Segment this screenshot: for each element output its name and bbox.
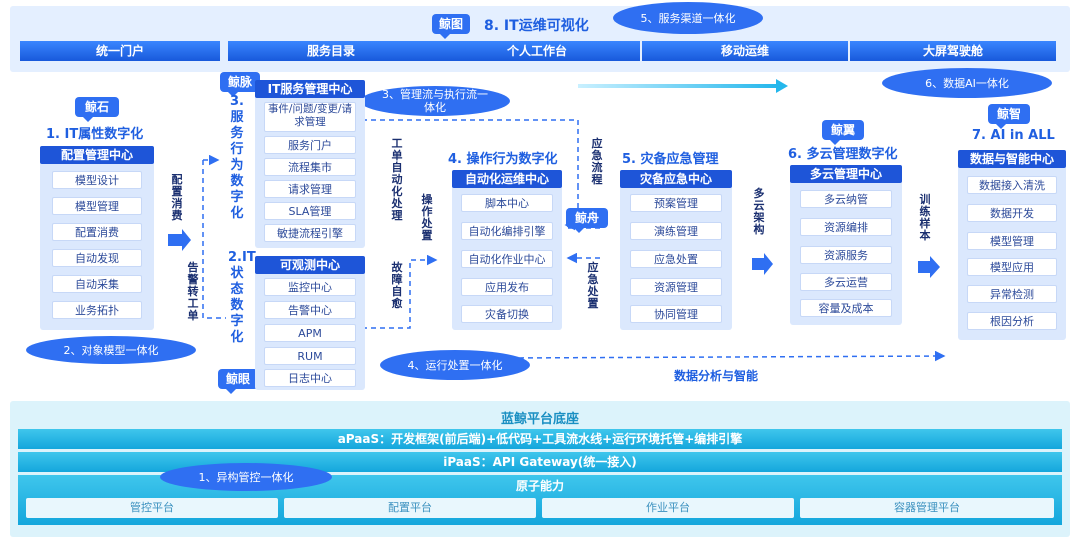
config-platform[interactable]: 配置平台 [284,498,536,518]
hetero-control-oval: 1、异构管控一体化 [160,463,332,491]
itsm-item[interactable]: 敏捷流程引擎 [264,224,356,242]
visualization-title: 8. IT运维可视化 [484,18,589,34]
tab-unified-portal[interactable]: 统一门户 [20,41,220,61]
observability-item[interactable]: RUM [264,347,356,365]
data-analysis-label: 数据分析与智能 [674,369,759,383]
container-platform[interactable]: 容器管理平台 [800,498,1054,518]
multicloud-item[interactable]: 容量及成本 [800,299,892,317]
observability-item[interactable]: 监控中心 [264,278,356,296]
disaster-recovery-header: 灾备应急中心 [620,170,732,188]
automation-item[interactable]: 自动化编排引擎 [461,222,553,240]
object-model-oval: 2、对象模型一体化 [26,336,196,364]
multicloud-header: 多云管理中心 [790,165,902,183]
config-item[interactable]: 自动发现 [52,249,142,267]
multicloud-item[interactable]: 资源编排 [800,218,892,236]
observability-item[interactable]: APM [264,324,356,342]
it-attribute-title: 1. IT属性数字化 [46,127,144,142]
data-intelligence-item[interactable]: 根因分析 [967,312,1057,330]
data-ai-oval: 6、数据AI一体化 [882,68,1052,98]
ops-handling-oval: 4、运行处置一体化 [380,350,530,380]
tab-mobile-ops[interactable]: 移动运维 [642,41,848,61]
automation-item[interactable]: 应用发布 [461,278,553,296]
multicloud-item[interactable]: 资源服务 [800,246,892,264]
ticket-automation-label: 工单自动化处理 [391,137,403,222]
jingyi-tag: 鲸翼 [822,120,864,145]
platform-base-title: 蓝鲸平台底座 [500,412,579,427]
jingzhou-tag: 鲸舟 [566,208,608,233]
disaster-recovery-item[interactable]: 协同管理 [630,305,722,323]
observability-item[interactable]: 告警中心 [264,301,356,319]
itsm-item[interactable]: 请求管理 [264,180,356,198]
tab-service-catalog[interactable]: 服务目录 [228,41,434,61]
observability-header: 可观测中心 [255,256,365,274]
itsm-item[interactable]: SLA管理 [264,202,356,220]
service-channel-oval: 5、服务渠道一体化 [613,2,763,34]
data-intelligence-item[interactable]: 模型管理 [967,232,1057,250]
ai-in-all-title: 7. AI in ALL [972,128,1055,143]
fault-self-healing-label: 故障自愈 [391,261,403,310]
disaster-recovery-title: 5. 灾备应急管理 [622,152,719,167]
apaas-bar: aPaaS：开发框架(前后端)+低代码+工具流水线+运行环境托管+编排引擎 [18,429,1062,449]
config-consume-label: 配置消费 [171,173,183,222]
data-intelligence-item[interactable]: 数据开发 [967,204,1057,222]
itsm-item[interactable]: 流程集市 [264,158,356,176]
multicloud-item[interactable]: 多云纳管 [800,190,892,208]
data-intelligence-item[interactable]: 异常检测 [967,285,1057,303]
it-state-title: 2.IT状态数字化 [228,250,256,345]
disaster-recovery-item[interactable]: 应急处置 [630,250,722,268]
disaster-recovery-item[interactable]: 资源管理 [630,278,722,296]
job-platform[interactable]: 作业平台 [542,498,794,518]
itsm-item[interactable]: 事件/问题/变更/请求管理 [264,102,356,132]
config-item[interactable]: 业务拓扑 [52,301,142,319]
data-intelligence-item[interactable]: 数据接入清洗 [967,176,1057,194]
emergency-handling-label: 应急处置 [587,261,599,310]
mgmt-exec-oval: 3、管理流与执行流一体化 [360,86,510,116]
service-behavior-title: 3.服务行为数字化 [230,94,244,221]
disaster-recovery-item[interactable]: 预案管理 [630,194,722,212]
automation-item[interactable]: 脚本中心 [461,194,553,212]
operation-behavior-title: 4. 操作行为数字化 [448,152,558,167]
multicloud-item[interactable]: 多云运营 [800,273,892,291]
operation-handling-label: 操作处置 [421,193,433,242]
config-item[interactable]: 模型设计 [52,171,142,189]
jingyan-tag: 鲸眼 [218,369,258,394]
data-intelligence-header: 数据与智能中心 [958,150,1066,168]
multicloud-title: 6. 多云管理数字化 [788,147,898,162]
itsm-header: IT服务管理中心 [255,80,365,98]
multicloud-arch-label: 多云架构 [753,187,765,236]
automation-item[interactable]: 灾备切换 [461,305,553,323]
config-center-header: 配置管理中心 [40,146,154,164]
automation-item[interactable]: 自动化作业中心 [461,250,553,268]
config-item[interactable]: 模型管理 [52,197,142,215]
training-samples-label: 训练样本 [919,193,931,242]
config-item[interactable]: 自动采集 [52,275,142,293]
top-visualization-band [10,6,1070,72]
emergency-flow-label: 应急流程 [591,137,603,186]
config-item[interactable]: 配置消费 [52,223,142,241]
control-platform[interactable]: 管控平台 [26,498,278,518]
data-intelligence-item[interactable]: 模型应用 [967,258,1057,276]
jingshi-tag: 鲸石 [75,97,119,122]
jingmai-tag: 鲸脉 [220,72,260,97]
observability-item[interactable]: 日志中心 [264,369,356,387]
jingzhi-tag: 鲸智 [988,104,1030,129]
alarm-to-ticket-label: 告警转工单 [187,261,199,322]
tab-big-screen[interactable]: 大屏驾驶舱 [850,41,1056,61]
disaster-recovery-item[interactable]: 演练管理 [630,222,722,240]
itsm-item[interactable]: 服务门户 [264,136,356,154]
tab-personal-workbench[interactable]: 个人工作台 [434,41,640,61]
automation-header: 自动化运维中心 [452,170,562,188]
jingtu-tag: 鲸图 [432,14,470,39]
